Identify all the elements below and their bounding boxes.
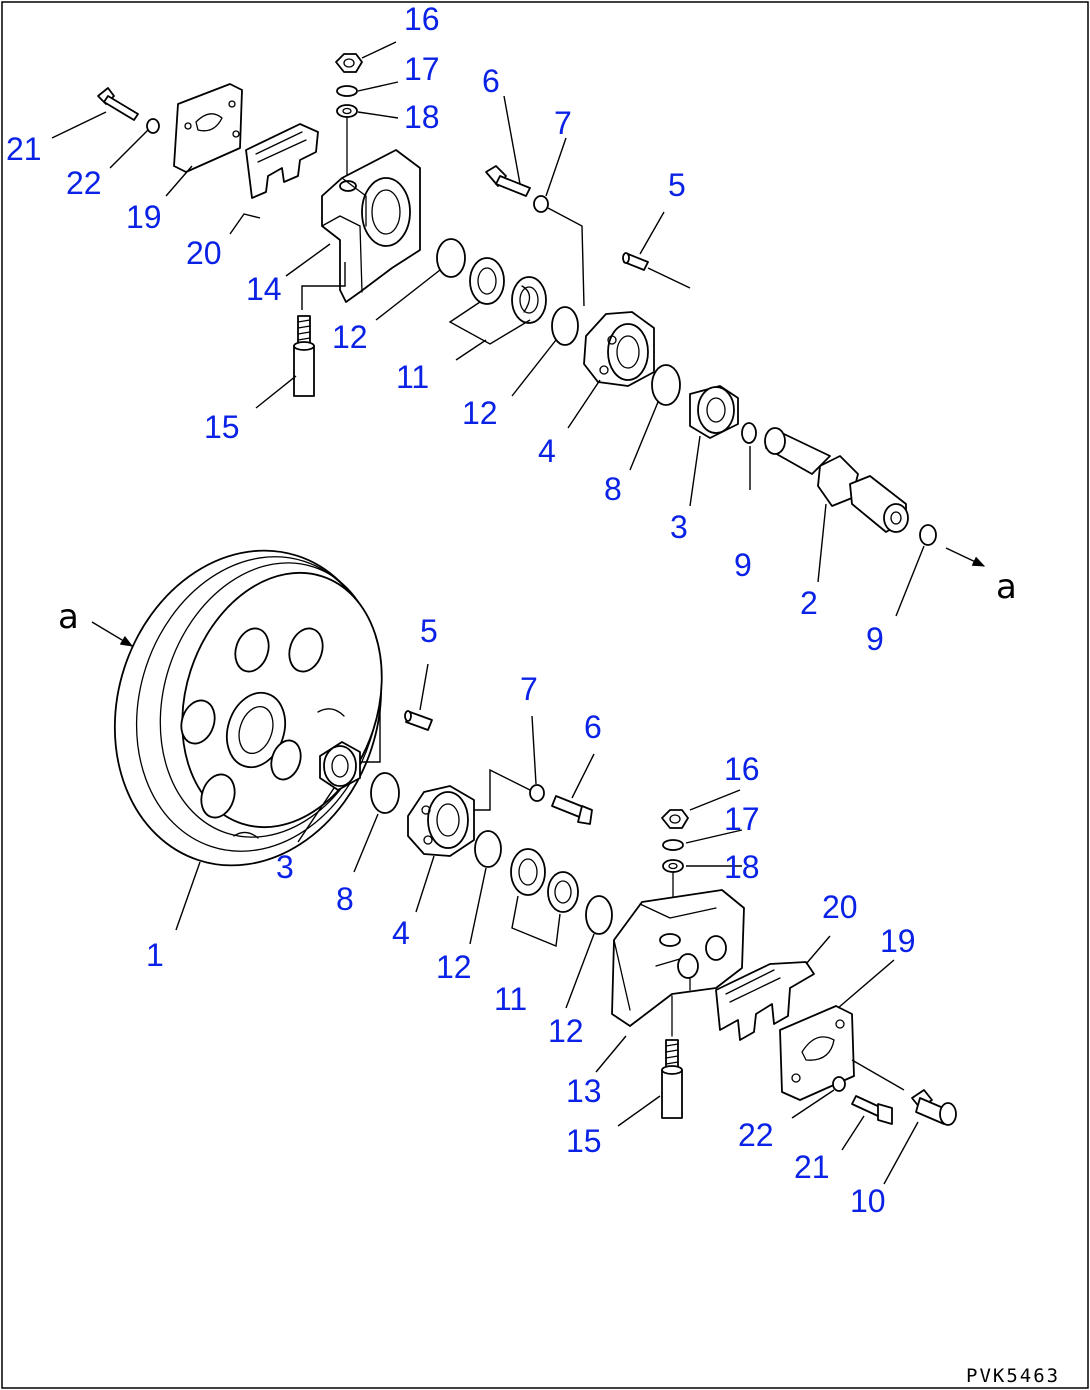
callout-c6-top: 6 xyxy=(482,63,500,99)
callout-c22-bot: 22 xyxy=(738,1117,774,1153)
callout-c16-bot: 16 xyxy=(724,751,760,787)
part-11-seals-bottom xyxy=(510,848,579,913)
callout-c12-bot-a: 12 xyxy=(436,949,472,985)
callout-c9-a: 9 xyxy=(734,547,752,583)
part-12-oring-top-a xyxy=(436,238,466,278)
callout-c7-top: 7 xyxy=(554,105,572,141)
callout-c5-bot: 5 xyxy=(420,613,438,649)
callout-c8-top: 8 xyxy=(604,471,622,507)
part-18-washer-top xyxy=(336,104,358,118)
leader-lines xyxy=(51,41,925,1185)
part-20-shims-top xyxy=(245,123,319,199)
callout-c15-bot: 15 xyxy=(566,1123,602,1159)
part-15-stud-top xyxy=(293,315,315,397)
part-21-bolt-bottom xyxy=(851,1095,893,1125)
callout-c5-top: 5 xyxy=(668,167,686,203)
callout-c4-top: 4 xyxy=(538,433,556,469)
part-16-nut-top xyxy=(335,53,363,73)
callout-c3-top: 3 xyxy=(670,509,688,545)
callout-c14: 14 xyxy=(246,271,282,307)
view-arrow-right xyxy=(945,547,986,567)
part-11-seals-top xyxy=(469,257,547,324)
callout-c6-bot: 6 xyxy=(584,709,602,745)
callout-c18-bot: 18 xyxy=(724,849,760,885)
callout-c11-top: 11 xyxy=(396,359,429,395)
callout-c4-bot: 4 xyxy=(392,915,410,951)
part-4-collar-bottom xyxy=(407,785,475,857)
view-label-right: a xyxy=(996,567,1017,607)
part-21-bolt-top xyxy=(97,87,139,121)
callout-c12-top-b: 12 xyxy=(462,395,498,431)
part-22-washer-top xyxy=(146,118,160,134)
part-16-nut-bottom xyxy=(661,809,689,829)
callout-c19-top: 19 xyxy=(126,199,162,235)
part-19-plate-bottom xyxy=(779,1005,855,1101)
part-6-bolt-top xyxy=(485,165,531,197)
callout-c7-bot: 7 xyxy=(520,671,538,707)
part-6-bolt-bottom xyxy=(551,795,593,825)
callout-c13: 13 xyxy=(566,1073,602,1109)
callout-c20-bot: 20 xyxy=(822,889,858,925)
callout-c22-top: 22 xyxy=(66,165,102,201)
part-9-ring-a xyxy=(741,422,757,444)
part-18-washer-bottom xyxy=(662,859,684,873)
part-7-washer-bottom xyxy=(529,784,545,802)
part-15-stud-bottom xyxy=(661,1039,683,1119)
callout-c8-bot: 8 xyxy=(336,881,354,917)
callout-c2: 2 xyxy=(800,585,818,621)
view-label-left: a xyxy=(58,597,79,637)
part-10-fitting xyxy=(911,1089,957,1126)
callout-c12-bot-b: 12 xyxy=(548,1013,584,1049)
callout-c21-bot: 21 xyxy=(794,1149,830,1185)
part-19-plate-top xyxy=(173,83,243,173)
view-arrow-left xyxy=(91,621,134,647)
part-22-washer-bottom xyxy=(832,1076,846,1092)
part-3-bushing-bottom xyxy=(319,741,361,791)
part-12-oring-bottom-b xyxy=(585,895,613,935)
callout-c15-top: 15 xyxy=(204,409,240,445)
callout-c10: 10 xyxy=(850,1183,886,1219)
callout-c12-top-a: 12 xyxy=(332,319,368,355)
part-14-bracket xyxy=(321,149,421,303)
part-1-idler-wheel xyxy=(113,549,383,867)
callout-c17-bot: 17 xyxy=(724,801,760,837)
callout-c1: 1 xyxy=(146,937,164,973)
callout-c11-bot: 11 xyxy=(494,981,527,1017)
part-12-oring-bottom-a xyxy=(474,830,502,868)
callout-c19-bot: 19 xyxy=(880,923,916,959)
part-8-oring-bottom xyxy=(370,772,400,814)
callout-c9-b: 9 xyxy=(866,621,884,657)
part-20-shims-bottom xyxy=(715,961,815,1041)
part-13-bracket xyxy=(611,889,745,1027)
part-17-washer-bottom xyxy=(662,839,684,851)
callout-c17-top: 17 xyxy=(404,51,440,87)
drawing-code: PVK5463 xyxy=(966,1365,1060,1387)
callout-numbers: 1617182122192014151211126754839295763184… xyxy=(6,1,916,1219)
callout-c20-top: 20 xyxy=(186,235,222,271)
part-12-oring-top-b xyxy=(551,306,579,346)
part-8-oring-top xyxy=(651,364,681,406)
part-3-bushing-top xyxy=(689,385,739,439)
part-17-washer-top xyxy=(336,85,358,97)
callout-c3-bot: 3 xyxy=(276,849,294,885)
part-2-shaft xyxy=(764,427,909,533)
callout-c21-top: 21 xyxy=(6,131,42,167)
part-7-washer-top xyxy=(533,195,549,213)
part-4-collar-top xyxy=(583,311,655,387)
part-9-ring-b xyxy=(919,524,937,546)
callout-c18-top: 18 xyxy=(404,99,440,135)
callout-c16-top: 16 xyxy=(404,1,440,37)
